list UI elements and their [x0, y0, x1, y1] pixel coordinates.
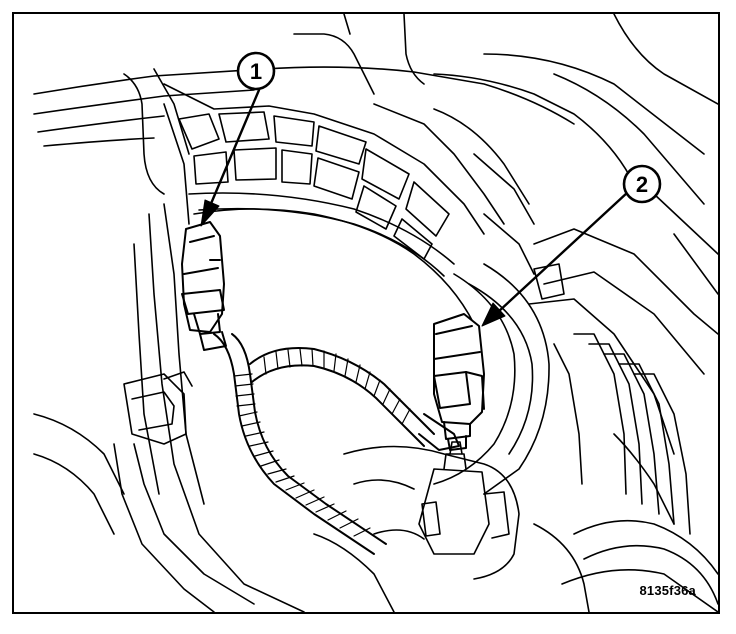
illustration-frame: 1 2 8135f36a — [12, 12, 720, 614]
wiring-harness — [213, 333, 460, 555]
callout-1-arrowhead — [200, 199, 220, 227]
callout-2-arrowhead — [481, 302, 506, 327]
harness-corrugation — [233, 348, 411, 537]
line-illustration: 1 2 — [33, 14, 718, 612]
callout-2: 2 — [622, 164, 662, 204]
housing-opening — [133, 203, 550, 612]
callout-1: 1 — [236, 51, 276, 91]
connector-2-body — [433, 313, 485, 451]
upper-housing-lines — [33, 14, 718, 205]
callout-1-arrow — [208, 88, 261, 208]
right-frame-lines — [528, 193, 718, 612]
callout-1-label: 1 — [250, 59, 262, 84]
lower-left-bracket — [33, 371, 255, 612]
callout-2-label: 2 — [636, 172, 648, 197]
lower-center-bracket — [313, 441, 590, 612]
ribbed-panel — [163, 83, 535, 277]
callout-2-arrow — [496, 190, 630, 314]
connector-1-body — [181, 221, 227, 351]
figure-code: 8135f36a — [639, 583, 696, 598]
